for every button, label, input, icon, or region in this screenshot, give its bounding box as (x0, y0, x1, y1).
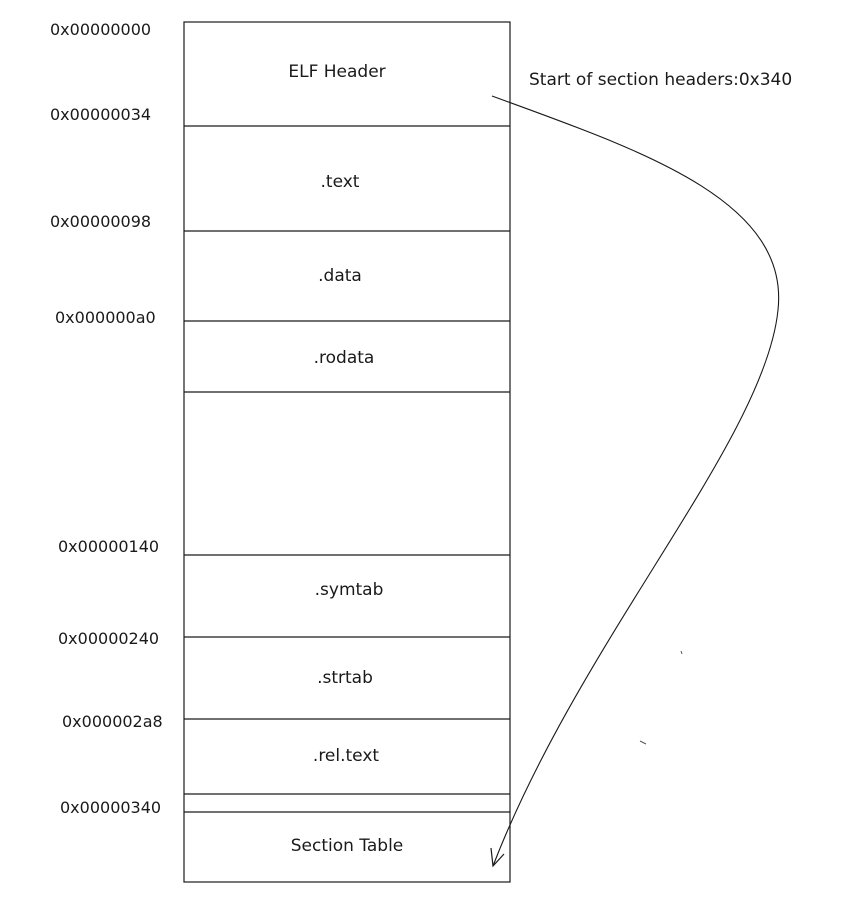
address-label: 0x00000034 (50, 105, 152, 124)
section-label-symtab: .symtab (314, 580, 384, 600)
address-label: 0x00000000 (50, 20, 152, 39)
section-header-pointer-arrow (491, 95, 780, 867)
file-box (183, 21, 511, 883)
address-label: 0x00000098 (50, 212, 152, 231)
section-label-strtab: .strtab (317, 668, 373, 688)
address-label: 0x00000240 (58, 629, 160, 648)
address-label: 0x00000140 (58, 537, 160, 556)
section-header-offset-note: Start of section headers:0x340 (529, 70, 793, 90)
stray-mark (639, 740, 647, 745)
arrowhead (490, 847, 505, 868)
address-label: 0x00000340 (60, 798, 162, 817)
section-label-rodata: .rodata (313, 348, 375, 368)
stray-mark (680, 650, 683, 655)
section-label-data: .data (318, 266, 362, 286)
address-label: 0x000002a8 (62, 712, 163, 731)
address-label: 0x000000a0 (55, 308, 156, 327)
section-label-elf-header: ELF Header (288, 62, 386, 82)
section-label-section-table: Section Table (290, 836, 404, 856)
section-label-text: .text (320, 172, 360, 192)
section-label-rel-text: .rel.text (312, 746, 380, 766)
